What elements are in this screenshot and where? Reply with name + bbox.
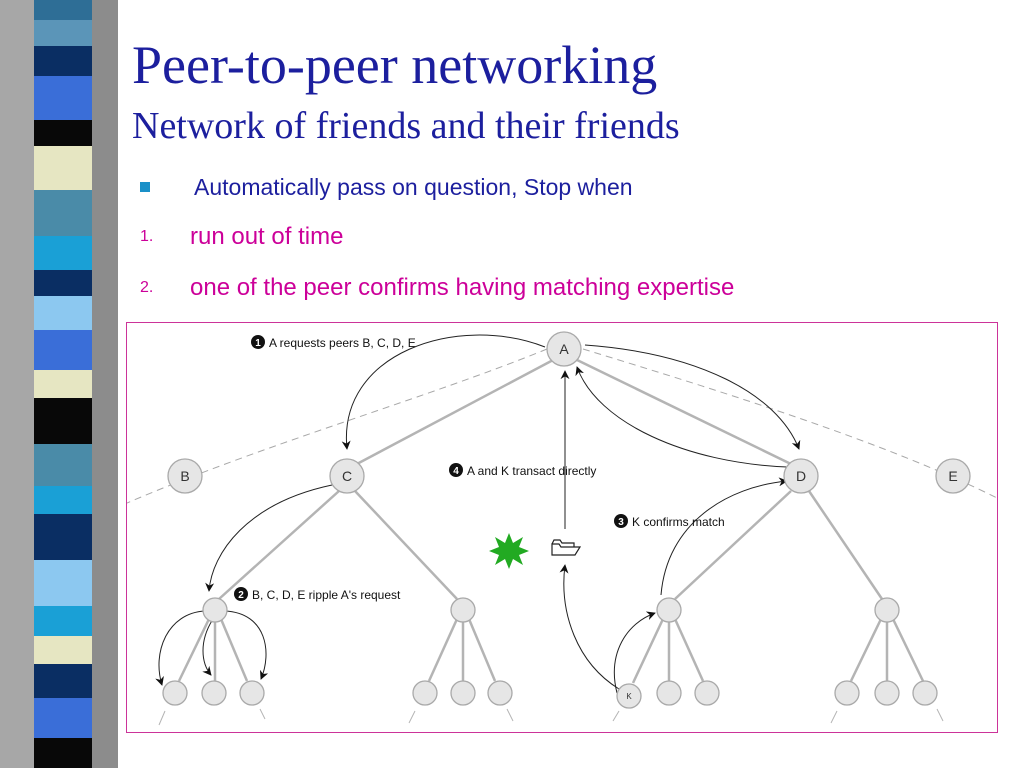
edge-d-d1 xyxy=(674,490,792,600)
numbered-text: one of the peer confirms having matching… xyxy=(190,274,735,301)
edge-c2-leaf-3 xyxy=(467,618,497,682)
network-diagram: A B C D E xyxy=(127,331,997,726)
leaf-node xyxy=(162,680,188,706)
leaf-node xyxy=(834,680,860,706)
edge-stub xyxy=(936,708,944,722)
node-k: K xyxy=(616,683,642,709)
svg-text:1: 1 xyxy=(255,338,261,349)
edge-c-c1 xyxy=(218,490,340,600)
arrow-k-to-folder xyxy=(559,564,620,690)
step-3-badge xyxy=(614,514,628,528)
bullet-text: Automatically pass on question, Stop whe… xyxy=(194,173,633,200)
edge-c1-leaf-1 xyxy=(177,618,211,682)
slide-title: Peer-to-peer networking xyxy=(132,35,658,95)
numbered-text: run out of time xyxy=(190,223,344,250)
node-a-label: A xyxy=(559,341,569,357)
leaf-node xyxy=(912,680,938,706)
numbered-marker: 2. xyxy=(140,279,154,296)
edge-c1-leaf-3 xyxy=(219,618,249,682)
step-4-annotation: 4 A and K transact directly xyxy=(449,463,596,478)
numbered-marker: 1. xyxy=(140,228,154,245)
leaf-node xyxy=(874,680,900,706)
arrow-c1-to-leaf-3 xyxy=(224,610,269,680)
step-1-label: A requests peers B, C, D, E xyxy=(269,336,416,350)
svg-text:2: 2 xyxy=(238,590,244,601)
arrow-a-to-d xyxy=(584,344,801,450)
node-a: A xyxy=(546,331,582,367)
node-c-label: C xyxy=(342,468,352,484)
node-c2 xyxy=(450,597,476,623)
leaf-node xyxy=(412,680,438,706)
node-b-label: B xyxy=(180,468,189,484)
step-2-badge xyxy=(234,587,248,601)
arrow-k-to-d1 xyxy=(613,611,656,694)
svg-text:4: 4 xyxy=(453,466,459,477)
edge-c2-leaf-1 xyxy=(427,618,459,682)
arrow-c1-to-leaf-2 xyxy=(202,618,214,676)
leaf-node xyxy=(694,680,720,706)
edge-a-c xyxy=(354,357,556,467)
node-e-label: E xyxy=(948,468,957,484)
edge-d1-k xyxy=(631,618,665,684)
square-bullet-icon xyxy=(140,182,150,192)
step-4-badge xyxy=(449,463,463,477)
edge-stub xyxy=(158,710,166,726)
node-e: E xyxy=(935,458,971,494)
step-1-annotation: 1 A requests peers B, C, D, E xyxy=(251,335,416,350)
arrow-d-to-a xyxy=(575,366,788,468)
edge-a-d xyxy=(574,357,794,467)
edge-d2-leaf-3 xyxy=(891,618,925,682)
step-2-annotation: 2 B, C, D, E ripple A's request xyxy=(234,587,401,602)
edge-stub xyxy=(506,708,514,722)
edge-d1-leaf-3 xyxy=(673,618,705,682)
step-3-label: K confirms match xyxy=(632,515,725,529)
edge-stub xyxy=(830,710,838,724)
edge-stub xyxy=(612,710,620,722)
node-d2 xyxy=(874,597,900,623)
arrow-c1-to-leaf-1 xyxy=(155,610,206,686)
leaf-node xyxy=(201,680,227,706)
leaf-node xyxy=(487,680,513,706)
arrow-c-to-c1 xyxy=(205,484,333,592)
numbered-item-2: 2. one of the peer confirms having match… xyxy=(140,273,734,303)
green-burst-icon xyxy=(489,533,529,569)
network-diagram-frame: A B C D E xyxy=(126,322,998,733)
bullet-item: Automatically pass on question, Stop whe… xyxy=(140,172,633,202)
edge-c-c2 xyxy=(354,490,458,600)
edge-d2-leaf-1 xyxy=(849,618,883,682)
leaf-node xyxy=(656,680,682,706)
edge-stub xyxy=(259,708,266,720)
edge-stub xyxy=(408,710,416,724)
leaf-node xyxy=(239,680,265,706)
arrow-a-to-c xyxy=(341,334,546,450)
step-3-annotation: 3 K confirms match xyxy=(614,514,725,529)
open-folder-icon xyxy=(551,539,582,556)
node-c: C xyxy=(329,458,365,494)
leaf-node xyxy=(450,680,476,706)
numbered-item-1: 1. run out of time xyxy=(140,222,343,252)
slide-subtitle: Network of friends and their friends xyxy=(132,105,680,147)
step-2-label: B, C, D, E ripple A's request xyxy=(252,588,401,602)
step-4-label: A and K transact directly xyxy=(467,464,596,478)
node-c1 xyxy=(202,597,228,623)
node-k-label: K xyxy=(626,692,632,701)
svg-text:3: 3 xyxy=(618,517,624,528)
step-1-badge xyxy=(251,335,265,349)
node-d: D xyxy=(783,458,819,494)
node-d-label: D xyxy=(796,468,806,484)
node-d1 xyxy=(656,597,682,623)
decorative-stripe-bar xyxy=(0,0,118,768)
edge-d-d2 xyxy=(807,490,884,600)
node-b: B xyxy=(167,458,203,494)
arrow-k-to-d xyxy=(660,477,788,596)
